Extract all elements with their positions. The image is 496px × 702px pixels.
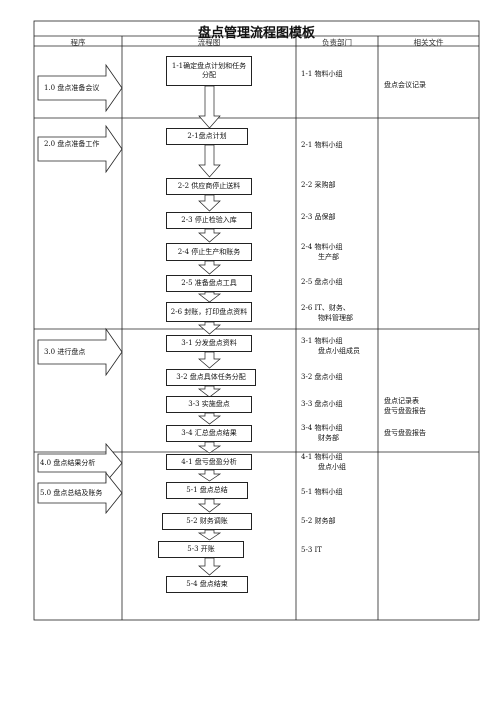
step-box: 4-1 盘亏盘盈分析 [166,454,252,470]
step-box: 5-2 财务调账 [162,513,252,530]
department-text: 2-3 品保部 [301,213,336,221]
flow-arrow [197,412,222,425]
department-text: 2-4 物料小组 [301,243,343,251]
section-label-5: 5.0 盘点总结及账务 [40,489,103,497]
document-text: 盘亏盘盈报告 [384,429,426,437]
step-box: 2-3 停止检验入库 [166,212,252,229]
step-box: 2-6 封账，打印盘点资料 [166,302,252,322]
flow-arrow [198,194,221,212]
step-box: 1-1确定盘点计划和任务分配 [166,56,252,86]
section-arrow-5 [37,471,123,515]
document-text: 盘点记录表 [384,397,419,405]
department-text: 物料管理部 [318,314,353,322]
page-title: 盘点管理流程图模板 [197,26,315,41]
section-arrow-2 [37,124,123,174]
section-label-3: 3.0 进行盘点 [44,348,86,356]
department-text: 5-3 IT [301,546,322,554]
flow-arrow [197,441,222,454]
section-label-2: 2.0 盘点准备工作 [44,140,100,148]
step-box: 2-4 停止生产和账务 [166,243,252,261]
flow-arrow [198,557,221,576]
step-box: 3-2 盘点具体任务分配 [166,369,256,386]
department-text: 3-3 盘点小组 [301,400,343,408]
department-text: 2-1 物料小组 [301,141,343,149]
flow-arrow [198,351,221,369]
step-box: 5-3 开账 [158,541,244,558]
department-text: 财务部 [318,434,339,442]
department-text: 2-6 IT、财务、 [301,304,350,312]
department-text: 5-2 财务部 [301,517,336,525]
section-arrow-1 [37,63,123,113]
flow-arrow [198,321,221,335]
header-documents: 相关文件 [413,38,444,47]
document-text: 盘点会议记录 [384,81,426,89]
header-procedure: 程序 [70,38,86,47]
step-box: 2-5 准备盘点工具 [166,275,252,292]
section-arrow-3 [37,327,123,377]
step-box: 2-2 供应商停止送料 [166,178,252,195]
step-box: 5-4 盘点结束 [166,576,248,593]
department-text: 盘点小组 [318,463,346,471]
step-box: 5-1 盘点总结 [166,482,248,499]
flow-arrow [197,385,222,398]
flow-arrow [198,85,221,129]
department-text: 3-4 物料小组 [301,424,343,432]
flow-arrow [197,291,222,303]
section-label-1: 1.0 盘点准备会议 [44,84,100,92]
step-box: 3-1 分发盘点资料 [166,335,252,352]
document-text: 盘亏盘盈报告 [384,407,426,415]
department-text: 2-2 采购部 [301,181,336,189]
department-text: 5-1 物料小组 [301,488,343,496]
department-text: 盘点小组成员 [318,347,360,355]
flow-arrow [198,228,221,243]
step-box: 3-3 实施盘点 [166,396,252,413]
department-text: 1-1 物料小组 [301,70,343,78]
department-text: 3-2 盘点小组 [301,373,343,381]
step-box: 2-1盘点计划 [166,128,248,145]
flow-arrow [197,469,222,482]
flow-arrow [198,260,221,275]
section-arrow-4 [37,442,123,484]
section-label-4: 4.0 盘点结果分析 [40,459,96,467]
flow-arrow [197,529,222,541]
flow-arrow [198,144,221,178]
department-text: 生产部 [318,253,339,261]
header-flowchart: 流程图 [197,38,221,47]
flow-arrow [197,498,222,513]
header-department: 负责部门 [322,38,352,47]
department-text: 4-1 物料小组 [301,453,343,461]
department-text: 3-1 物料小组 [301,337,343,345]
step-box: 3-4 汇总盘点结果 [166,425,252,442]
department-text: 2-5 盘点小组 [301,278,343,286]
